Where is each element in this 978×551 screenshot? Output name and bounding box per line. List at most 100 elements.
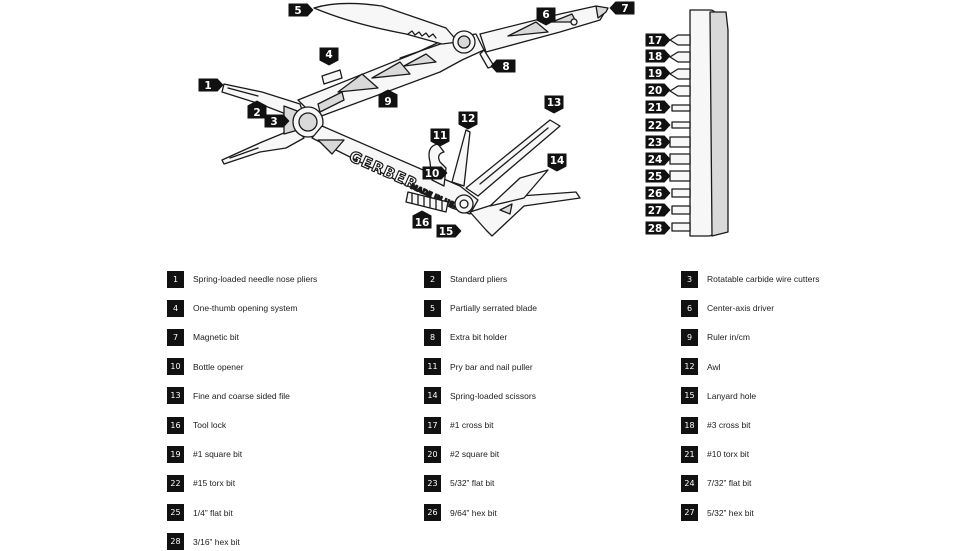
- legend-number-badge: 20: [424, 445, 441, 463]
- callout-number: 20: [648, 85, 663, 97]
- awl-tool: [451, 129, 471, 187]
- callout-25: 25: [645, 169, 671, 183]
- callout-21: 21: [645, 100, 671, 114]
- legend-number-badge: 19: [167, 445, 184, 463]
- legend-number-badge: 12: [681, 358, 698, 376]
- legend-label: Magnetic bit: [193, 332, 239, 343]
- bit-row: [669, 34, 691, 232]
- bit-23: [669, 136, 691, 148]
- callout-28: 28: [645, 221, 671, 235]
- callout-number: 26: [648, 188, 663, 200]
- legend-number-badge: 8: [424, 328, 441, 346]
- legend-label: Spring-loaded needle nose pliers: [193, 274, 318, 284]
- bit-19: [669, 68, 691, 80]
- callout-number: 9: [384, 96, 391, 108]
- callout-24: 24: [645, 152, 671, 166]
- callout-18: 18: [645, 49, 671, 63]
- legend-item-9: 9 Ruler in/cm: [681, 328, 750, 346]
- callout-number: 5: [294, 5, 301, 17]
- multitool-diagram: GERBER MADE IN USA: [198, 1, 729, 238]
- legend-number-badge: 4: [167, 299, 184, 317]
- legend-number-badge: 7: [167, 328, 184, 346]
- callout-10: 10: [422, 166, 448, 180]
- callout-13: 13: [544, 95, 564, 114]
- callout-14: 14: [547, 153, 567, 172]
- legend-label: Bottle opener: [193, 361, 244, 372]
- callout-16: 16: [412, 210, 432, 229]
- legend-label: Awl: [707, 361, 721, 372]
- callout-26: 26: [645, 186, 671, 200]
- legend-label: Center-axis driver: [707, 303, 775, 314]
- callout-number: 3: [270, 116, 277, 128]
- callout-number: 27: [648, 205, 663, 217]
- callout-23: 23: [645, 135, 671, 149]
- legend-number-badge: 11: [424, 358, 441, 376]
- legend-number-badge: 9: [681, 328, 698, 346]
- legend-label: Pry bar and nail puller: [450, 361, 533, 372]
- bit-25: [669, 170, 691, 182]
- bit-24: [669, 153, 691, 165]
- center-axis-driver: [479, 5, 609, 69]
- callout-number: 7: [621, 3, 628, 15]
- legend-item-17: 17#1 cross bit: [424, 416, 493, 434]
- callout-number: 2: [253, 107, 260, 119]
- callout-1: 1: [198, 78, 224, 92]
- legend-label: #10 torx bit: [707, 449, 750, 460]
- legend-number-badge: 2: [424, 270, 441, 288]
- legend-number-badge: 16: [167, 416, 184, 434]
- legend-number-badge: 22: [167, 474, 184, 492]
- legend-label: 5/32” hex bit: [707, 507, 754, 518]
- callout-number: 8: [502, 61, 509, 73]
- legend-label: 1/4” flat bit: [193, 507, 233, 518]
- legend-label: #1 square bit: [193, 449, 243, 460]
- lower-handle: [311, 125, 479, 215]
- callout-3: 3: [264, 114, 290, 128]
- callout-number: 11: [433, 130, 448, 142]
- callout-number: 4: [325, 49, 332, 61]
- legend-item-27: 27 5/32” hex bit: [681, 504, 754, 522]
- legend-label: One-thumb opening system: [193, 303, 298, 314]
- callout-number: 17: [648, 35, 663, 47]
- callout-9: 9: [378, 89, 398, 108]
- callout-12: 12: [458, 111, 478, 130]
- callout-number: 25: [648, 171, 663, 183]
- callout-number: 6: [542, 9, 549, 21]
- legend-number-badge: 3: [681, 270, 698, 288]
- legend-number-badge: 10: [167, 358, 184, 376]
- legend-number-badge: 27: [681, 504, 698, 522]
- legend-label: Partially serrated blade: [450, 303, 537, 314]
- callout-number: 13: [547, 97, 562, 109]
- callout-15: 15: [436, 224, 462, 238]
- callout-number: 22: [648, 120, 663, 132]
- legend-item-4: 4 One-thumb opening system: [167, 299, 297, 317]
- callout-number: 21: [648, 102, 663, 114]
- legend-label: Ruler in/cm: [707, 332, 750, 343]
- lower-plier-jaw: [221, 127, 305, 165]
- legend-number-badge: 14: [424, 387, 441, 405]
- callout-number: 28: [648, 223, 663, 235]
- bit-17: [669, 34, 691, 46]
- callout-22: 22: [645, 118, 671, 132]
- legend-label: #15 torx bit: [193, 478, 236, 489]
- legend-label: Spring-loaded scissors: [450, 390, 536, 401]
- legend-item-19: 19 #1 square bit: [167, 445, 242, 463]
- legend-item-7: 7 Magnetic bit: [167, 328, 239, 346]
- callout-2: 2: [247, 100, 267, 119]
- legend-item-12: 12 Awl: [681, 358, 721, 376]
- legend-label: Lanyard hole: [707, 390, 757, 401]
- serrated-blade: [313, 2, 459, 45]
- callout-number: 23: [648, 137, 663, 149]
- callout-7: 7: [609, 1, 635, 15]
- legend-label: #1 cross bit: [450, 420, 494, 430]
